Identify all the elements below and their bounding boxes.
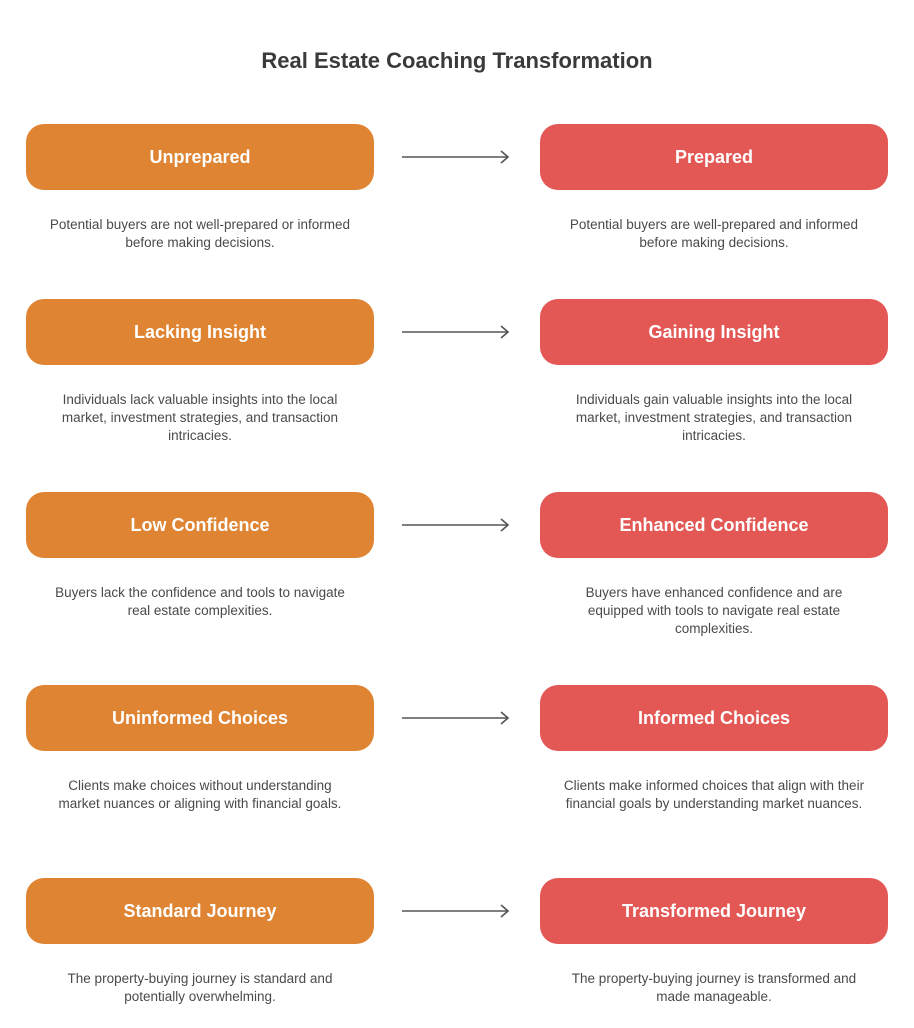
after-description-gaining-insight: Individuals gain valuable insights into … [575, 392, 853, 443]
arrow-right-icon [402, 325, 510, 339]
transformation-row-confidence: Low Confidence Enhanced Confidence Buyer… [0, 492, 914, 642]
diagram-title: Real Estate Coaching Transformation [261, 48, 653, 73]
arrow-right-icon [402, 711, 510, 725]
after-description-transformed-journey: The property-buying journey is transform… [571, 971, 857, 1004]
before-box-unprepared: Unprepared [26, 124, 374, 190]
after-description-prepared: Potential buyers are well-prepared and i… [569, 217, 859, 250]
before-box-lacking-insight: Lacking Insight [26, 299, 374, 365]
arrow-right-icon [402, 904, 510, 918]
transformation-row-insight: Lacking Insight Gaining Insight Individu… [0, 299, 914, 449]
after-box-enhanced-confidence: Enhanced Confidence [540, 492, 888, 558]
after-box-informed-choices: Informed Choices [540, 685, 888, 751]
before-box-standard-journey: Standard Journey [26, 878, 374, 944]
before-description-unprepared: Potential buyers are not well-prepared o… [49, 217, 351, 250]
transformation-row-choices: Uninformed Choices Informed Choices Clie… [0, 685, 914, 835]
transformation-row-journey: Standard Journey Transformed Journey The… [0, 878, 914, 1028]
after-box-gaining-insight: Gaining Insight [540, 299, 888, 365]
after-description-enhanced-confidence: Buyers have enhanced confidence and are … [585, 585, 843, 636]
before-box-uninformed-choices: Uninformed Choices [26, 685, 374, 751]
arrow-right-icon [402, 518, 510, 532]
before-description-standard-journey: The property-buying journey is standard … [67, 971, 333, 1004]
transformation-row-unprepared: Unprepared Prepared Potential buyers are… [0, 124, 914, 274]
after-box-prepared: Prepared [540, 124, 888, 190]
after-description-informed-choices: Clients make informed choices that align… [563, 778, 865, 811]
after-box-transformed-journey: Transformed Journey [540, 878, 888, 944]
before-description-lacking-insight: Individuals lack valuable insights into … [61, 392, 339, 443]
before-box-low-confidence: Low Confidence [26, 492, 374, 558]
arrow-right-icon [402, 150, 510, 164]
before-description-low-confidence: Buyers lack the confidence and tools to … [55, 585, 345, 618]
before-description-uninformed-choices: Clients make choices without understandi… [58, 778, 342, 811]
